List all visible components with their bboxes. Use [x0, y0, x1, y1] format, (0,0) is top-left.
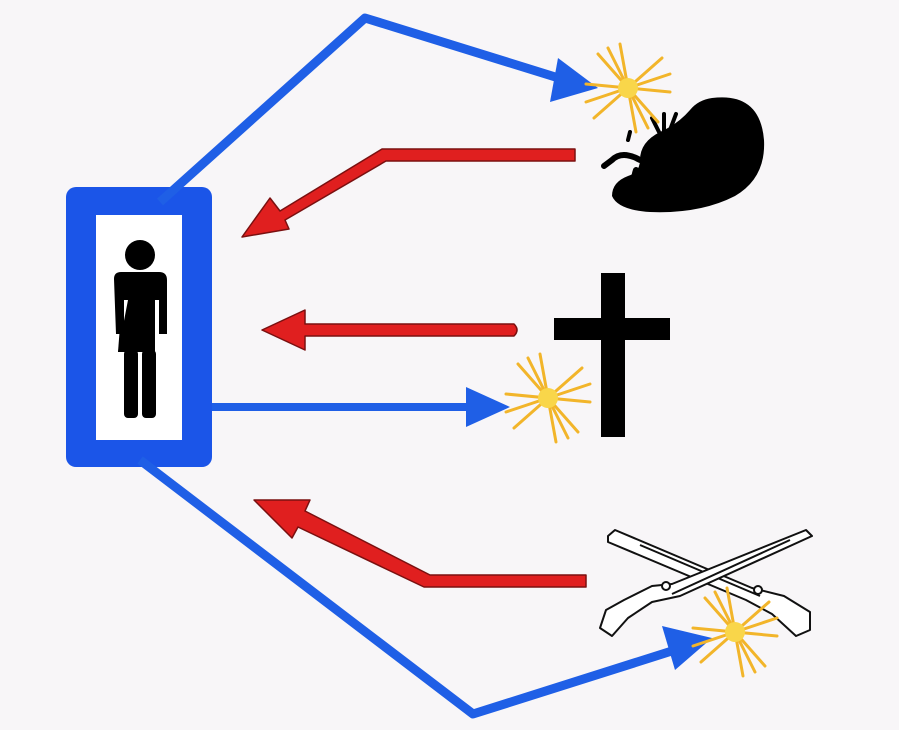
cross-icon: [554, 273, 670, 437]
arrow-from-cross: [261, 309, 518, 351]
incoming-arrows: [241, 148, 587, 588]
starburst-icon: [504, 352, 592, 444]
rifle-right: [599, 529, 813, 637]
arrow-from-fetus: [241, 148, 576, 238]
transgender-person-icon: [114, 240, 167, 418]
arrow-to-fetus: [156, 13, 598, 206]
starburst-icon: [584, 42, 672, 134]
arrow-from-rifles: [253, 499, 587, 588]
crossed-rifles-icon: [599, 529, 813, 637]
fetus-icon: [601, 97, 765, 213]
person-frame: [66, 187, 212, 467]
arrow-to-rifles: [137, 456, 712, 719]
starburst-icon: [691, 586, 779, 678]
outgoing-arrows: [137, 13, 712, 719]
arrow-to-cross: [212, 387, 510, 427]
